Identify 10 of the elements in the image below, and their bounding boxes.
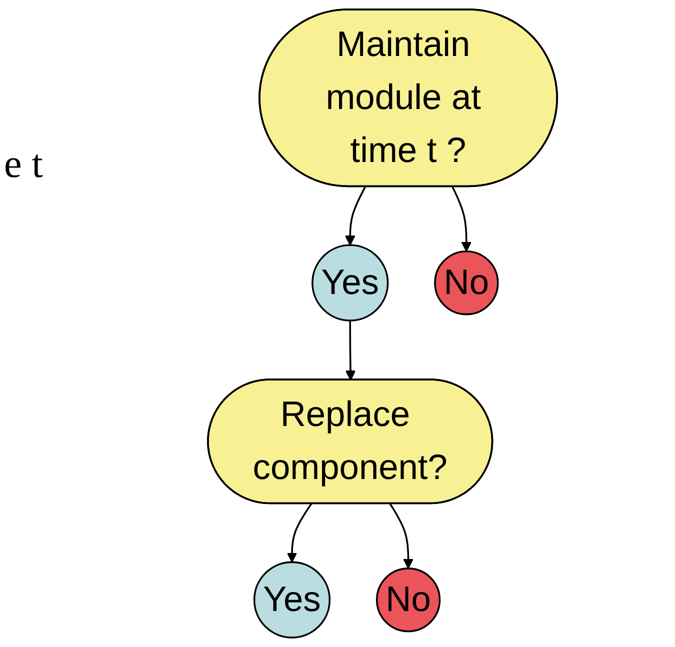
node-circle: No bbox=[434, 250, 499, 316]
node-circle: Yes bbox=[312, 244, 389, 322]
arrow bbox=[389, 503, 414, 569]
arrow bbox=[286, 503, 312, 563]
note-text: e t bbox=[4, 140, 43, 187]
node-circle: Yes bbox=[253, 561, 331, 638]
arrow bbox=[344, 186, 366, 246]
arrow bbox=[345, 320, 356, 381]
node-circle: No bbox=[376, 568, 441, 632]
arrow bbox=[452, 186, 472, 252]
